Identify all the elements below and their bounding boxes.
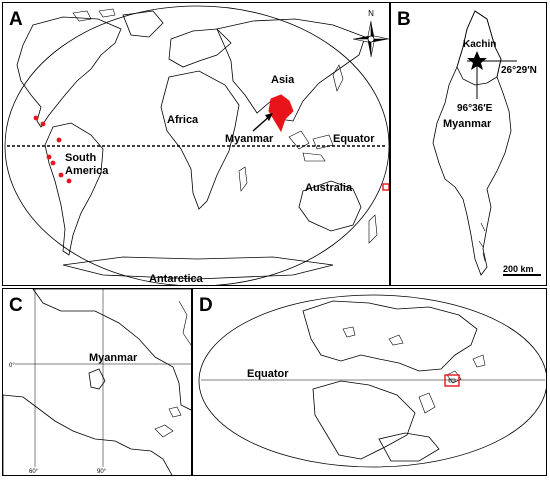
myanmar-map-svg: B Kachin 26°29′N 96°36′E Myanmar 200 km (397, 9, 541, 276)
south-america-outline (44, 122, 104, 256)
lon-90-label: 90° (97, 469, 107, 475)
kachin-outline (456, 10, 502, 86)
southern-landmass-outline (3, 394, 173, 475)
paleo-globe-outline (198, 294, 546, 468)
laurasia-outline (302, 300, 478, 372)
asia-outline (216, 18, 366, 122)
latitude-label: 26°29′N (501, 65, 537, 76)
panel-a-world-map: N A Asia Africa South America Myanmar Eq… (2, 2, 390, 286)
myanmar-label-b: Myanmar (443, 118, 492, 130)
north-label: N (368, 9, 374, 18)
australia-outline (298, 180, 362, 232)
paleogeography-svg: D Equator (198, 294, 546, 468)
fossil-localities (33, 115, 72, 184)
panel-c-paleo-region: C Myanmar 0° 60° 90° (2, 288, 192, 476)
map-globe-outline (4, 5, 389, 285)
australia-locality-box (382, 183, 389, 191)
lat-0-label: 0° (9, 363, 15, 369)
paleo-region-svg: C Myanmar 0° 60° 90° (3, 289, 191, 475)
asia-label: Asia (271, 74, 295, 86)
paleo-islands (342, 326, 486, 384)
southeast-asia-islands (288, 130, 334, 162)
northern-landmass-outline (32, 289, 191, 411)
compass-icon (352, 20, 389, 58)
south-america-label-1: South (65, 152, 96, 164)
locality-dot (58, 172, 64, 178)
equator-label: Equator (333, 133, 375, 145)
north-america-outline (16, 16, 122, 128)
gondwana-outline (312, 380, 416, 460)
myanmar-label-c: Myanmar (89, 352, 138, 364)
panel-c-letter: C (9, 295, 23, 316)
antarctica-australia-outline (378, 432, 440, 462)
africa-label: Africa (167, 114, 199, 126)
fossil-site-star-icon (467, 51, 487, 70)
world-map-svg: N A Asia Africa South America Myanmar Eq… (4, 5, 389, 285)
panel-b-letter: B (397, 9, 411, 30)
antarctica-label: Antarctica (149, 273, 204, 285)
scale-label: 200 km (503, 264, 534, 274)
locality-dot (46, 154, 52, 160)
india-fragment (418, 392, 436, 414)
myanmar-label: Myanmar (225, 133, 274, 145)
madagascar-outline (238, 166, 248, 192)
myanmar-coast-islands (478, 222, 486, 262)
greenland-outline (122, 10, 164, 38)
myanmar-block-outline (88, 368, 106, 390)
myanmar-position-box (444, 374, 460, 387)
locality-dot (50, 160, 56, 166)
equator-label-d: Equator (247, 368, 289, 380)
locality-dot (33, 115, 39, 121)
arctic-islands (72, 8, 116, 22)
locality-dot (56, 137, 62, 143)
northern-coast-detail (178, 300, 191, 346)
lon-60-label: 60° (29, 469, 39, 475)
south-america-label-2: America (65, 165, 109, 177)
myanmar-outline (432, 10, 512, 276)
panel-b-myanmar-map: B Kachin 26°29′N 96°36′E Myanmar 200 km (390, 2, 547, 286)
myanmar-arrowhead (265, 113, 273, 121)
myanmar-block-marker (448, 378, 456, 383)
locality-dot (66, 178, 72, 184)
locality-dot (40, 121, 46, 127)
japan-islands (332, 64, 344, 92)
new-zealand-outline (368, 214, 378, 244)
australia-label: Australia (305, 182, 353, 194)
panel-d-letter: D (199, 295, 213, 316)
myanmar-highlight (268, 94, 294, 133)
longitude-label: 96°36′E (457, 103, 493, 114)
europe-outline (168, 28, 232, 68)
panel-a-letter: A (9, 9, 23, 30)
kachin-label: Kachin (463, 39, 496, 50)
africa-outline (160, 70, 240, 210)
panel-d-paleogeography: D Equator (192, 288, 547, 476)
antarctica-outline (62, 256, 334, 280)
island-fragments (154, 406, 182, 438)
